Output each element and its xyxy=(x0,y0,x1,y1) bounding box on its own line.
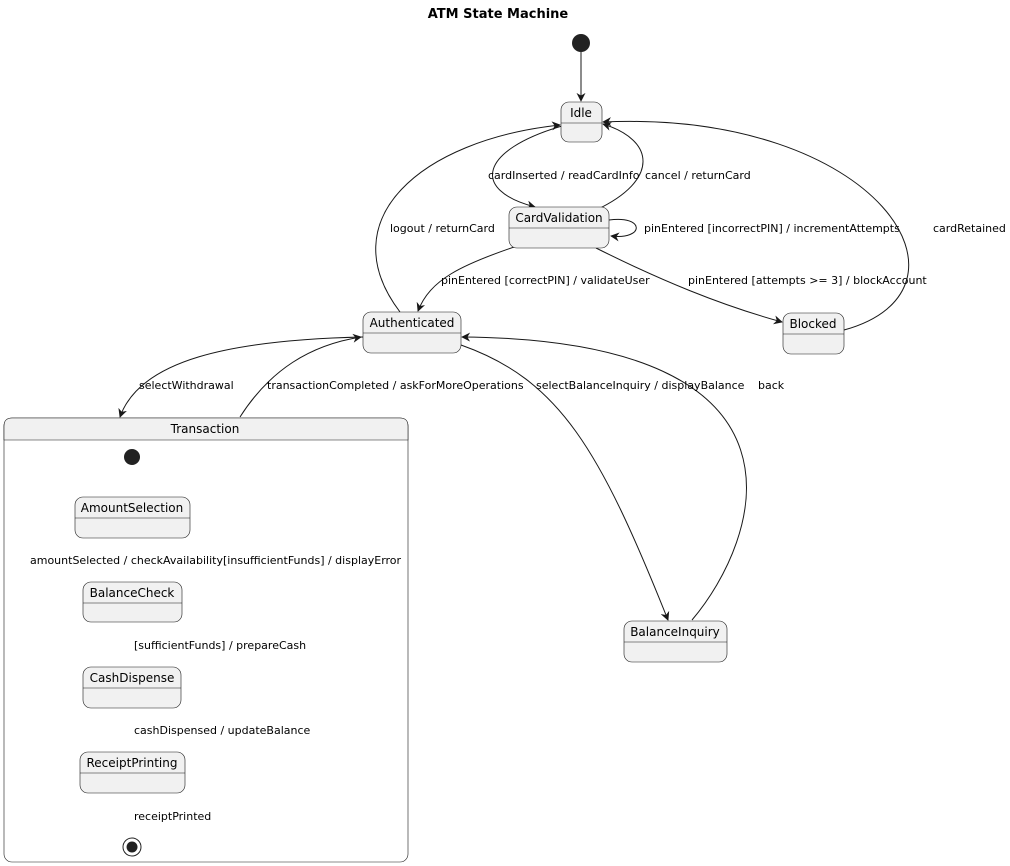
edge-block-account xyxy=(595,247,783,325)
edge-correct-pin xyxy=(416,244,521,312)
transaction-initial-dot xyxy=(124,449,140,465)
edge-cancel xyxy=(595,122,644,211)
state-balance-inquiry-label: BalanceInquiry xyxy=(630,625,720,639)
state-card-validation: CardValidation xyxy=(508,206,610,249)
state-balance-inquiry: BalanceInquiry xyxy=(623,620,728,663)
label-receipt-printed: receiptPrinted xyxy=(134,810,211,823)
edge-back xyxy=(461,332,747,621)
state-blocked: Blocked xyxy=(782,312,845,355)
edge-select-withdrawal xyxy=(118,336,364,418)
state-idle: Idle xyxy=(560,101,603,143)
state-cash-dispense-label: CashDispense xyxy=(90,671,175,685)
edge-incorrect-pin xyxy=(608,218,637,242)
label-select-withdrawal: selectWithdrawal xyxy=(139,379,234,392)
label-logout: logout / returnCard xyxy=(390,222,495,235)
diagram-title: ATM State Machine xyxy=(428,7,569,22)
state-amount-selection: AmountSelection xyxy=(74,496,191,539)
label-insufficient-funds: [insufficientFunds] / displayError xyxy=(223,554,402,567)
state-transaction-label: Transaction xyxy=(170,422,240,436)
edge-card-inserted xyxy=(492,125,563,210)
state-receipt-printing: ReceiptPrinting xyxy=(79,751,186,794)
edge-select-balance-inquiry xyxy=(460,344,670,621)
label-back: back xyxy=(758,379,785,392)
state-balance-check: BalanceCheck xyxy=(82,581,183,623)
label-card-inserted: cardInserted / readCardInfo xyxy=(488,169,640,182)
state-blocked-label: Blocked xyxy=(789,317,836,331)
edge-transaction-completed xyxy=(239,333,362,418)
label-correct-pin: pinEntered [correctPIN] / validateUser xyxy=(441,274,650,287)
final-state-icon xyxy=(122,837,142,857)
label-sufficient-funds: [sufficientFunds] / prepareCash xyxy=(134,639,306,652)
edge-logout xyxy=(375,121,561,313)
label-select-balance-inquiry: selectBalanceInquiry / displayBalance xyxy=(536,379,745,392)
state-amount-selection-label: AmountSelection xyxy=(81,501,183,515)
state-receipt-printing-label: ReceiptPrinting xyxy=(87,756,178,770)
state-authenticated: Authenticated xyxy=(362,311,462,354)
state-balance-check-label: BalanceCheck xyxy=(90,586,175,600)
label-incorrect-pin: pinEntered [incorrectPIN] / incrementAtt… xyxy=(644,222,900,235)
edge-card-retained xyxy=(602,117,910,331)
state-authenticated-label: Authenticated xyxy=(370,316,455,330)
state-cash-dispense: CashDispense xyxy=(82,666,182,709)
label-card-retained: cardRetained xyxy=(933,222,1006,235)
label-cash-dispensed: cashDispensed / updateBalance xyxy=(134,724,311,737)
state-card-validation-label: CardValidation xyxy=(515,211,602,225)
label-block-account: pinEntered [attempts >= 3] / blockAccoun… xyxy=(688,274,927,287)
label-cancel: cancel / returnCard xyxy=(645,169,751,182)
label-amount-selected: amountSelected / checkAvailability xyxy=(30,554,223,567)
state-idle-label: Idle xyxy=(570,106,592,120)
initial-state-dot xyxy=(572,34,590,52)
label-transaction-completed: transactionCompleted / askForMoreOperati… xyxy=(267,379,524,392)
